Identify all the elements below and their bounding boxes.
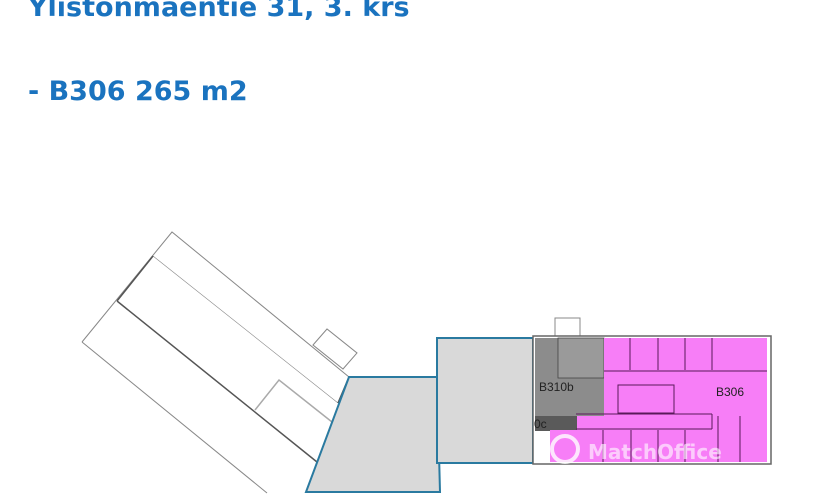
common-area-trapezoid bbox=[304, 376, 442, 493]
watermark: MatchOffice bbox=[550, 434, 722, 464]
room-0c bbox=[535, 416, 577, 431]
matchoffice-logo-icon bbox=[550, 434, 580, 464]
unit-area-title: - B306 265 m2 bbox=[28, 76, 248, 107]
left-wing-annex bbox=[312, 328, 358, 370]
svg-text:MatchOffice: MatchOffice bbox=[588, 440, 722, 464]
top-annex bbox=[554, 317, 581, 337]
address-title: Ylistonmaentie 31, 3. krs bbox=[28, 0, 410, 23]
room-label-b310b: B310b bbox=[539, 380, 574, 394]
room-label-0c: 0c bbox=[534, 417, 547, 431]
left-wing bbox=[81, 231, 358, 494]
common-area-block bbox=[436, 337, 534, 464]
room-label-b306: B306 bbox=[716, 385, 744, 399]
